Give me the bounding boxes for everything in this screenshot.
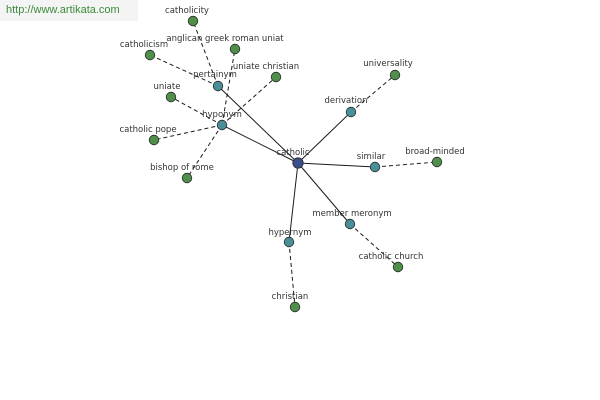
term-label-broad-minded[interactable]: broad-minded (405, 147, 465, 157)
term-label-christian[interactable]: christian (272, 292, 309, 302)
term-label-catholicity[interactable]: catholicity (165, 6, 209, 16)
edge-hyponym-uniate-christian (221, 76, 277, 126)
relation-node-hyponym[interactable] (216, 119, 228, 131)
center-label-catholic[interactable]: catholic (276, 148, 310, 158)
relation-label-hypernym[interactable]: hypernym (268, 228, 311, 238)
edge-hyponym-uniate (170, 96, 223, 126)
edge-catholic-derivation (297, 111, 352, 164)
relation-label-member-meronym[interactable]: member meronym (312, 209, 391, 219)
relation-node-derivation[interactable] (345, 106, 357, 118)
term-node-catholic-pope[interactable] (148, 134, 160, 146)
edge-hypernym-christian (288, 241, 296, 308)
term-node-bishop-of-rome[interactable] (181, 172, 193, 184)
relation-node-pertainym[interactable] (212, 80, 224, 92)
term-node-christian[interactable] (289, 301, 301, 313)
term-node-broad-minded[interactable] (431, 156, 443, 168)
relation-node-similar[interactable] (369, 161, 381, 173)
edge-catholic-similar (297, 162, 376, 168)
edge-pertainym-catholicism (149, 54, 219, 87)
relation-node-hypernym[interactable] (283, 236, 295, 248)
site-url-banner[interactable]: http://www.artikata.com (0, 0, 138, 21)
labels-layer: pertainym hyponym derivation similar member … (119, 6, 464, 302)
edge-pertainym-catholicity (192, 20, 219, 87)
term-node-anglican[interactable] (229, 43, 241, 55)
term-node-catholicity[interactable] (187, 15, 199, 27)
edges-layer (149, 20, 438, 308)
edge-similar-broad-minded (374, 161, 438, 168)
nodes-layer (144, 15, 443, 313)
edge-hyponym-catholic-pope (153, 124, 223, 141)
term-node-catholic-church[interactable] (392, 261, 404, 273)
relation-label-similar[interactable]: similar (357, 152, 386, 162)
term-label-catholic-church[interactable]: catholic church (359, 252, 424, 262)
term-label-anglican[interactable]: anglican greek roman uniat (166, 34, 284, 44)
edge-member-meronym-catholic-church (349, 223, 399, 268)
term-label-bishop-of-rome[interactable]: bishop of rome (150, 163, 214, 173)
relation-label-hyponym[interactable]: hyponym (202, 110, 242, 120)
term-label-uniate-christian[interactable]: uniate christian (233, 62, 299, 72)
term-label-catholicism[interactable]: catholicism (120, 40, 168, 50)
edge-hyponym-bishop-of-rome (186, 124, 223, 179)
relation-node-member-meronym[interactable] (344, 218, 356, 230)
term-node-uniate-christian[interactable] (270, 71, 282, 83)
edge-hyponym-anglican (221, 48, 236, 126)
edge-catholic-hyponym (221, 124, 299, 164)
term-label-universality[interactable]: universality (363, 59, 413, 69)
term-label-uniate[interactable]: uniate (154, 82, 181, 92)
relation-label-derivation[interactable]: derivation (324, 96, 367, 106)
edge-catholic-member-meronym (297, 162, 351, 225)
term-node-catholicism[interactable] (144, 49, 156, 61)
relation-label-pertainym[interactable]: pertainym (193, 70, 237, 80)
edge-derivation-universality (350, 74, 396, 113)
center-node-catholic[interactable] (292, 157, 304, 169)
term-node-uniate[interactable] (165, 91, 177, 103)
term-node-universality[interactable] (389, 69, 401, 81)
term-label-catholic-pope[interactable]: catholic pope (119, 125, 176, 135)
edge-catholic-hypernym (288, 162, 299, 243)
edge-catholic-pertainym (217, 85, 299, 164)
